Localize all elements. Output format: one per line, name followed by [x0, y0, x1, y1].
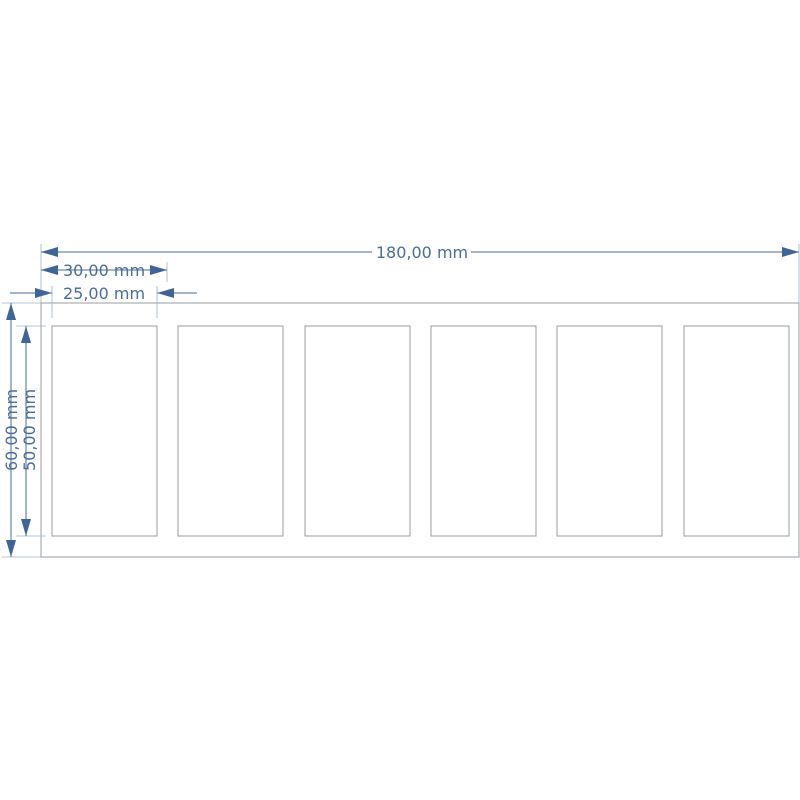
arrow-right — [782, 247, 799, 257]
dimension-overall-width: 180,00 mm — [41, 243, 799, 262]
cutout-6 — [683, 325, 790, 537]
dimension-overall-height: 60,00 mm — [2, 303, 21, 557]
cutout-height-label: 50,00 mm — [20, 389, 39, 471]
cutout-width-label: 25,00 mm — [63, 284, 145, 303]
cutout-3 — [304, 325, 411, 537]
arrow-left — [41, 265, 58, 275]
cutout-2 — [177, 325, 284, 537]
arrow-down — [21, 519, 31, 536]
dimension-cutout-width: 25,00 mm — [10, 284, 197, 303]
arrow-up — [21, 326, 31, 343]
arrow-right — [150, 265, 167, 275]
cutout-4 — [430, 325, 537, 537]
plate-outline — [40, 302, 800, 558]
cutout-5 — [556, 325, 663, 537]
arrow-down — [6, 540, 16, 557]
cutout-1 — [51, 325, 158, 537]
overall-width-label: 180,00 mm — [376, 243, 468, 262]
overall-height-label: 60,00 mm — [2, 389, 21, 471]
cutouts — [51, 325, 790, 537]
arrow-left — [41, 247, 58, 257]
dimension-pitch: 30,00 mm — [41, 261, 167, 280]
arrow-right — [35, 288, 52, 298]
pitch-label: 30,00 mm — [63, 261, 145, 280]
arrow-up — [6, 303, 16, 320]
arrow-left — [157, 288, 174, 298]
dimension-cutout-height: 50,00 mm — [20, 326, 39, 536]
